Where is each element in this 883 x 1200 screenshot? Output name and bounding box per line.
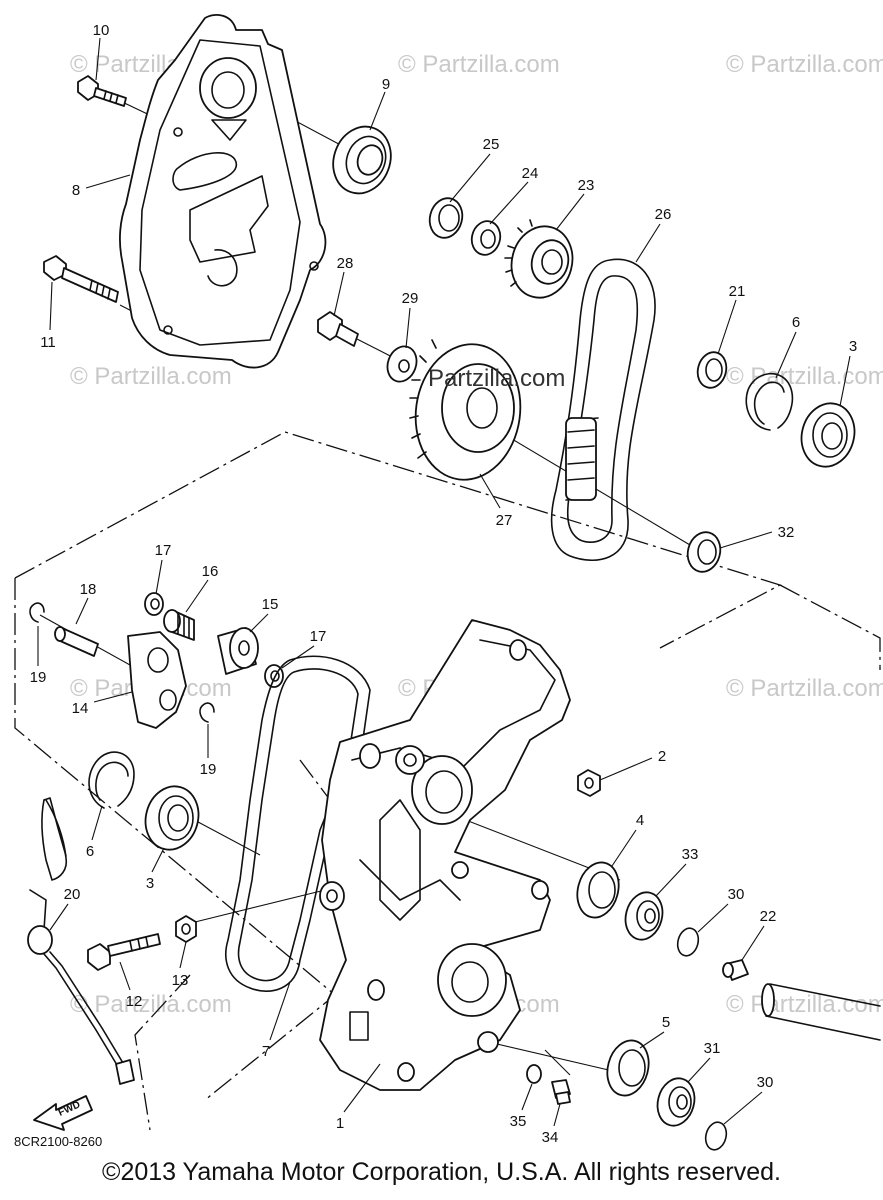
callout-30: 30 bbox=[728, 886, 745, 903]
callout-26: 26 bbox=[655, 206, 672, 223]
callout-28: 28 bbox=[337, 255, 354, 272]
callout-3: 3 bbox=[849, 338, 857, 355]
part-15-roller bbox=[217, 627, 259, 675]
part-6-circlip-lower bbox=[88, 751, 135, 809]
callout-9: 9 bbox=[382, 76, 390, 93]
part-3-bearing-upper bbox=[800, 402, 856, 468]
callout-16: 16 bbox=[202, 563, 219, 580]
part-35-washer bbox=[526, 1064, 542, 1084]
fwd-arrow-icon: FWD bbox=[33, 1095, 93, 1131]
callout-10: 10 bbox=[93, 22, 110, 39]
copyright-text: ©2013 Yamaha Motor Corporation, U.S.A. A… bbox=[102, 1158, 781, 1186]
part-24-collar bbox=[470, 220, 502, 256]
part-22-plug bbox=[722, 959, 749, 981]
callout-24: 24 bbox=[522, 165, 539, 182]
callout-17: 17 bbox=[155, 542, 172, 559]
callout-20: 20 bbox=[64, 886, 81, 903]
callout-22: 22 bbox=[760, 908, 777, 925]
callout-23: 23 bbox=[578, 177, 595, 194]
part-18-shaft bbox=[54, 626, 99, 657]
watermark: © Partzilla.com bbox=[70, 991, 232, 1018]
part-11-bolt bbox=[43, 255, 119, 303]
watermark: © Partzilla.com bbox=[726, 675, 883, 702]
callout-6: 6 bbox=[86, 843, 94, 860]
part-10-bolt bbox=[77, 75, 127, 107]
part-13-nut bbox=[175, 915, 197, 943]
callout-30: 30 bbox=[757, 1074, 774, 1091]
part-12-bolt bbox=[87, 933, 161, 971]
part-3-bearing-lower bbox=[144, 785, 200, 851]
part-21-collar bbox=[696, 351, 728, 389]
part-1-chain-case bbox=[319, 619, 571, 1091]
part-26-chain bbox=[550, 258, 656, 562]
callout-18: 18 bbox=[80, 581, 97, 598]
part-25-seal bbox=[428, 197, 464, 239]
callout-11: 11 bbox=[40, 334, 56, 351]
part-4-seal bbox=[576, 861, 620, 919]
part-2-nut bbox=[577, 769, 601, 797]
callout-5: 5 bbox=[662, 1014, 670, 1031]
callout-15: 15 bbox=[262, 596, 279, 613]
callout-1: 1 bbox=[336, 1115, 344, 1132]
callout-17: 17 bbox=[310, 628, 327, 645]
part-33-bearing bbox=[624, 891, 664, 941]
part-16-needle-bearing bbox=[163, 609, 195, 641]
callout-3: 3 bbox=[146, 875, 154, 892]
callout-6: 6 bbox=[792, 314, 800, 331]
watermark: © Partzilla.com bbox=[70, 363, 232, 390]
callout-8: 8 bbox=[72, 182, 80, 199]
part-9-bearing bbox=[332, 125, 392, 195]
part-30-circlip-lower bbox=[704, 1121, 728, 1151]
part-23-sprocket bbox=[504, 219, 574, 299]
part-30-circlip-upper bbox=[676, 927, 700, 957]
part-8-chain-case-cover bbox=[119, 14, 327, 369]
shaft-stub bbox=[761, 983, 881, 1041]
part-19-circlip-left bbox=[29, 602, 45, 623]
callout-21: 21 bbox=[729, 283, 746, 300]
part-32-seal bbox=[686, 531, 722, 573]
callout-12: 12 bbox=[126, 993, 143, 1010]
part-6-circlip-upper bbox=[745, 372, 794, 431]
part-34-bolt bbox=[551, 1079, 571, 1105]
part-20-dipstick bbox=[27, 797, 135, 1085]
callout-35: 35 bbox=[510, 1113, 527, 1130]
callout-27: 27 bbox=[496, 512, 513, 529]
part-7-gasket bbox=[225, 655, 371, 992]
callout-19: 19 bbox=[200, 761, 217, 778]
watermark: © Partzilla.com bbox=[726, 51, 883, 78]
callout-14: 14 bbox=[72, 700, 89, 717]
callout-19: 19 bbox=[30, 669, 47, 686]
callout-leaders bbox=[37, 37, 851, 1127]
watermark: © Partzilla.com bbox=[726, 363, 883, 390]
part-17-washer-upper bbox=[144, 592, 164, 616]
watermark: © Partzilla.com bbox=[398, 51, 560, 78]
part-28-bolt bbox=[317, 311, 359, 347]
part-31-bearing bbox=[656, 1077, 696, 1127]
callout-33: 33 bbox=[682, 846, 699, 863]
callout-31: 31 bbox=[704, 1040, 721, 1057]
callout-13: 13 bbox=[172, 972, 189, 989]
part-5-seal bbox=[606, 1039, 650, 1097]
callout-32: 32 bbox=[778, 524, 795, 541]
callouts: 10 9 8 11 28 29 25 24 23 26 21 6 3 27 32… bbox=[30, 22, 858, 1146]
part-19-circlip-right bbox=[199, 702, 215, 723]
callout-7: 7 bbox=[262, 1043, 270, 1060]
assembly-boundary-lines bbox=[14, 431, 881, 1131]
callout-34: 34 bbox=[542, 1129, 559, 1146]
callout-29: 29 bbox=[402, 290, 419, 307]
part-27-sprocket bbox=[409, 339, 522, 481]
callout-4: 4 bbox=[636, 812, 644, 829]
watermark: © Partzilla.com bbox=[726, 991, 883, 1018]
diagram-code: 8CR2100-8260 bbox=[14, 1134, 102, 1149]
watermark-center: Partzilla.com bbox=[428, 365, 565, 392]
callout-25: 25 bbox=[483, 136, 500, 153]
callout-2: 2 bbox=[658, 748, 666, 765]
part-14-tensioner-arm bbox=[127, 631, 187, 729]
part-29-washer bbox=[386, 345, 418, 383]
